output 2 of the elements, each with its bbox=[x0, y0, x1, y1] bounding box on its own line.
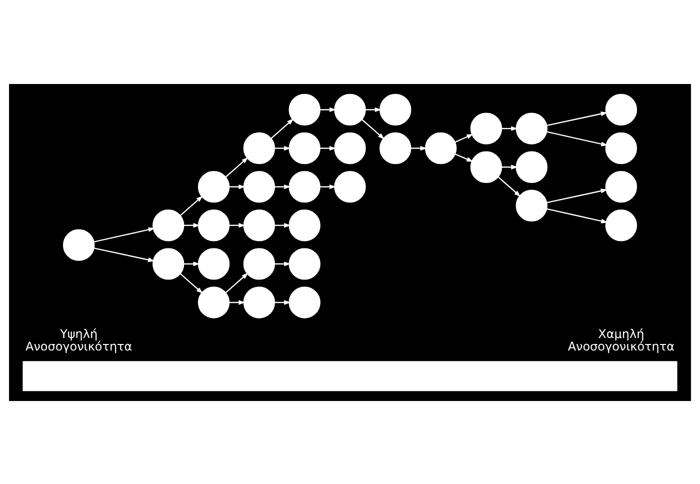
node-label: Υψηλή Ανοσογονικότητα bbox=[26, 326, 132, 354]
node-label: Χαμηλή Ανοσογονικότητα bbox=[568, 326, 674, 354]
